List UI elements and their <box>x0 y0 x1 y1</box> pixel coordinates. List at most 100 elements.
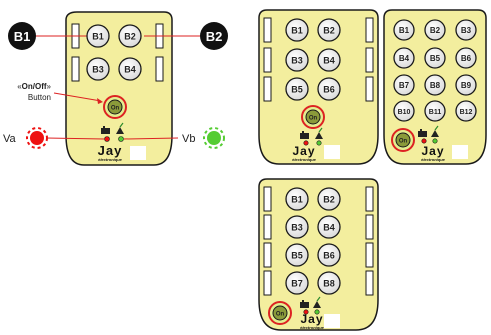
antenna-icon <box>116 122 124 134</box>
button-label: B1 <box>399 26 410 35</box>
remote-button[interactable]: B6 <box>455 47 477 69</box>
remote-button[interactable]: B4 <box>393 47 415 69</box>
remote-button[interactable]: B1 <box>285 18 309 42</box>
remote-button[interactable]: B1 <box>86 24 110 48</box>
remote-8-buttons: B1 B2 B3 B4 B5 B6 B7 B8 <box>258 178 379 331</box>
onoff-button[interactable]: On <box>103 95 127 119</box>
remote-button[interactable]: B11 <box>424 100 446 122</box>
button-label: B5 <box>291 251 303 261</box>
remote-button[interactable]: B2 <box>317 187 341 211</box>
side-slot <box>263 47 272 73</box>
side-slot <box>365 242 374 268</box>
remote-button[interactable]: B6 <box>317 77 341 101</box>
logo-sub: électronique <box>98 157 123 162</box>
button-label: B2 <box>124 32 136 42</box>
onoff-button[interactable]: On <box>301 105 325 129</box>
button-label: B10 <box>398 109 411 116</box>
onoff-annotation-line1: «On/Off» <box>17 82 51 91</box>
side-slot <box>263 214 272 240</box>
button-label: B4 <box>124 65 136 75</box>
side-slot <box>365 47 374 73</box>
svg-text:B1: B1 <box>14 29 31 44</box>
remote-button[interactable]: B12 <box>455 100 477 122</box>
remote-button[interactable]: B1 <box>393 19 415 41</box>
callout-b1: B1 <box>8 22 36 50</box>
remote-button[interactable]: B6 <box>317 243 341 267</box>
remote-button[interactable]: B7 <box>285 271 309 295</box>
onoff-label: On <box>111 106 120 112</box>
remote-button[interactable]: B3 <box>455 19 477 41</box>
remote-button[interactable]: B4 <box>118 57 142 81</box>
button-label: B4 <box>323 56 335 66</box>
button-label: B3 <box>291 223 303 233</box>
svg-text:Jay: Jay <box>421 144 444 158</box>
battery-icon <box>300 300 309 308</box>
onoff-label: On <box>276 312 285 318</box>
button-label: B3 <box>461 26 472 35</box>
remote-button[interactable]: B3 <box>285 48 309 72</box>
button-label: B7 <box>399 81 410 90</box>
side-slot <box>365 17 374 43</box>
side-slot <box>263 270 272 296</box>
button-label: B4 <box>399 54 410 63</box>
remote-button[interactable]: B5 <box>424 47 446 69</box>
side-slot <box>365 76 374 102</box>
label-slot <box>452 145 468 159</box>
onoff-label: On <box>309 116 318 122</box>
button-label: B12 <box>460 109 473 116</box>
button-label: B1 <box>291 195 303 205</box>
remote-button[interactable]: B2 <box>118 24 142 48</box>
button-label: B2 <box>323 195 335 205</box>
remote-button[interactable]: B5 <box>285 243 309 267</box>
button-label: B8 <box>323 279 335 289</box>
remote-button[interactable]: B3 <box>285 215 309 239</box>
side-slot <box>263 186 272 212</box>
remote-12-buttons: B1 B2 B3 B4 B5 B6 B7 B8 <box>383 9 487 165</box>
remote-button[interactable]: B8 <box>424 74 446 96</box>
button-label: B2 <box>430 26 441 35</box>
remote-button[interactable]: B4 <box>317 48 341 72</box>
led-pointer-line <box>45 137 105 140</box>
battery-icon <box>101 126 110 134</box>
button-label: B6 <box>323 85 335 95</box>
side-slot <box>263 76 272 102</box>
antenna-icon <box>313 296 321 308</box>
button-label: B5 <box>430 54 441 63</box>
button-label: B11 <box>429 109 442 116</box>
led-red <box>421 138 427 144</box>
side-slot <box>71 56 80 82</box>
led-va: Va <box>3 127 48 149</box>
led-green <box>314 309 320 315</box>
remote-button[interactable]: B2 <box>424 19 446 41</box>
antenna-icon <box>315 127 323 139</box>
remote-button[interactable]: B10 <box>393 100 415 122</box>
svg-text:Jay: Jay <box>292 144 315 158</box>
battery-icon <box>300 131 309 139</box>
remote-button[interactable]: B1 <box>285 187 309 211</box>
svg-text:Jay: Jay <box>300 312 323 326</box>
remote-button[interactable]: B4 <box>317 215 341 239</box>
side-slot <box>365 186 374 212</box>
onoff-annotation-line2: Button <box>28 93 51 102</box>
jay-logo: Jay électronique <box>98 143 123 162</box>
onoff-button[interactable]: On <box>391 128 415 152</box>
led-green <box>432 138 438 144</box>
remote-button[interactable]: B5 <box>285 77 309 101</box>
label-slot <box>324 314 340 328</box>
button-label: B3 <box>92 65 104 75</box>
onoff-button[interactable]: On <box>268 301 292 325</box>
button-label: B8 <box>430 81 441 90</box>
led-va-label: Va <box>3 133 17 145</box>
button-label: B2 <box>323 26 335 36</box>
remote-button[interactable]: B3 <box>86 57 110 81</box>
led-green <box>118 136 124 142</box>
jay-logo: Jay électronique <box>421 144 446 162</box>
button-label: B1 <box>92 32 104 42</box>
remote-button[interactable]: B8 <box>317 271 341 295</box>
remote-button[interactable]: B7 <box>393 74 415 96</box>
remote-button[interactable]: B2 <box>317 18 341 42</box>
remote-button[interactable]: B9 <box>455 74 477 96</box>
label-slot <box>324 145 340 159</box>
side-slot <box>155 56 164 82</box>
button-label: B6 <box>461 54 472 63</box>
